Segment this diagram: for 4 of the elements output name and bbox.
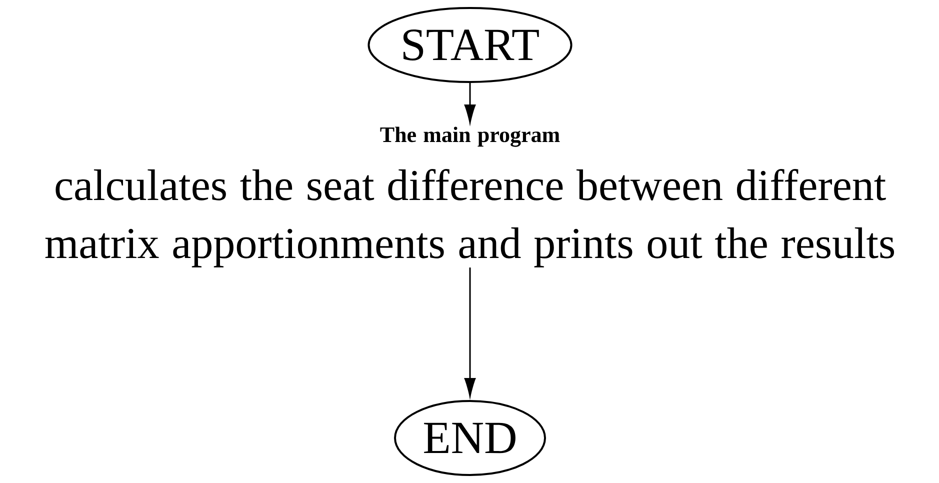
description: calculates the seat difference between different matrix apportionments and prints out the results [45, 168, 894, 268]
arrow [464, 83, 476, 124]
heading: The main program [380, 126, 560, 147]
arrow [464, 268, 476, 397]
